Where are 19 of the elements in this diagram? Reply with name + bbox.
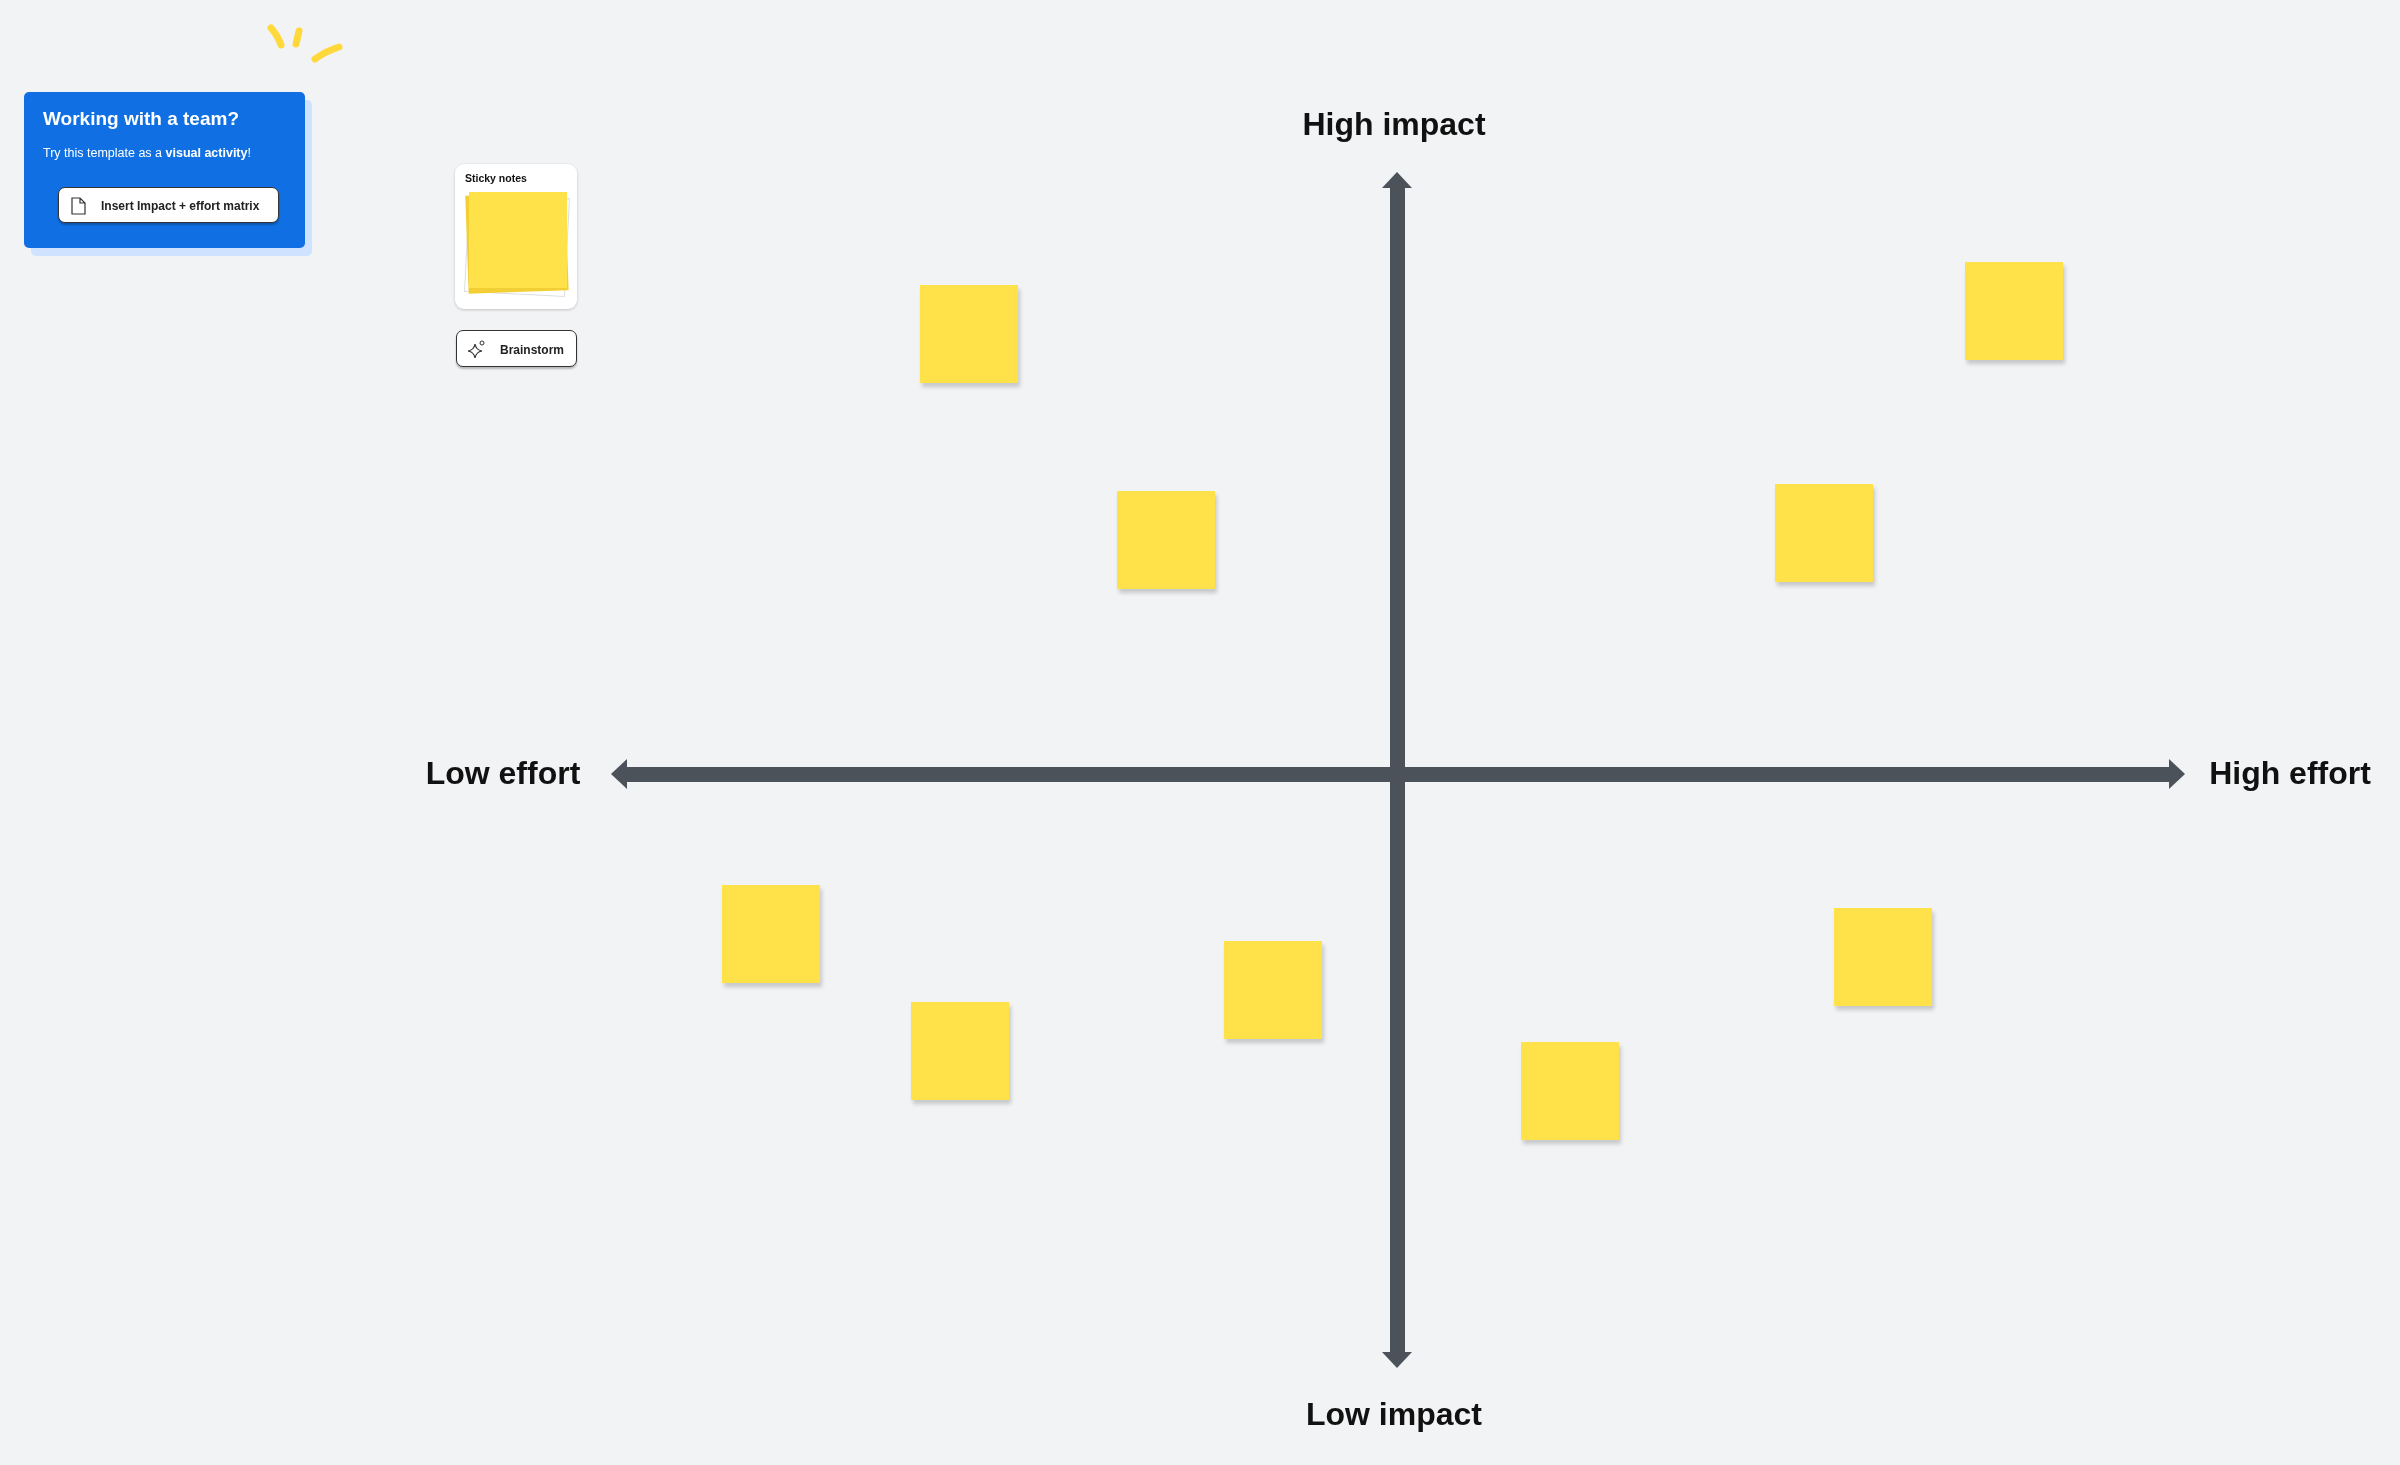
card-title: Sticky notes [465,172,527,184]
brainstorm-button: Brainstorm [456,330,577,367]
sticky-note [1965,262,2063,360]
axis-label: High impact [1302,105,1486,143]
card-text: Try this template as a visual activity! [43,146,251,160]
sticky-note [1224,941,1322,1039]
sticky-note [1117,491,1215,589]
sticky-note [1834,908,1932,1006]
axis-label: Low impact [1306,1395,1482,1433]
axis-label: Low effort [425,754,581,792]
sticky-note [911,1002,1009,1100]
sticky-note [1775,484,1873,582]
axis-label: High effort [2209,754,2371,792]
insert-button: Insert Impact + effort matrix [58,187,279,223]
card-heading: Working with a team? [43,108,239,130]
tool-card [455,164,577,309]
sticky-note [722,885,820,983]
sticky-note [920,285,1018,383]
sticky-note [1521,1042,1619,1140]
